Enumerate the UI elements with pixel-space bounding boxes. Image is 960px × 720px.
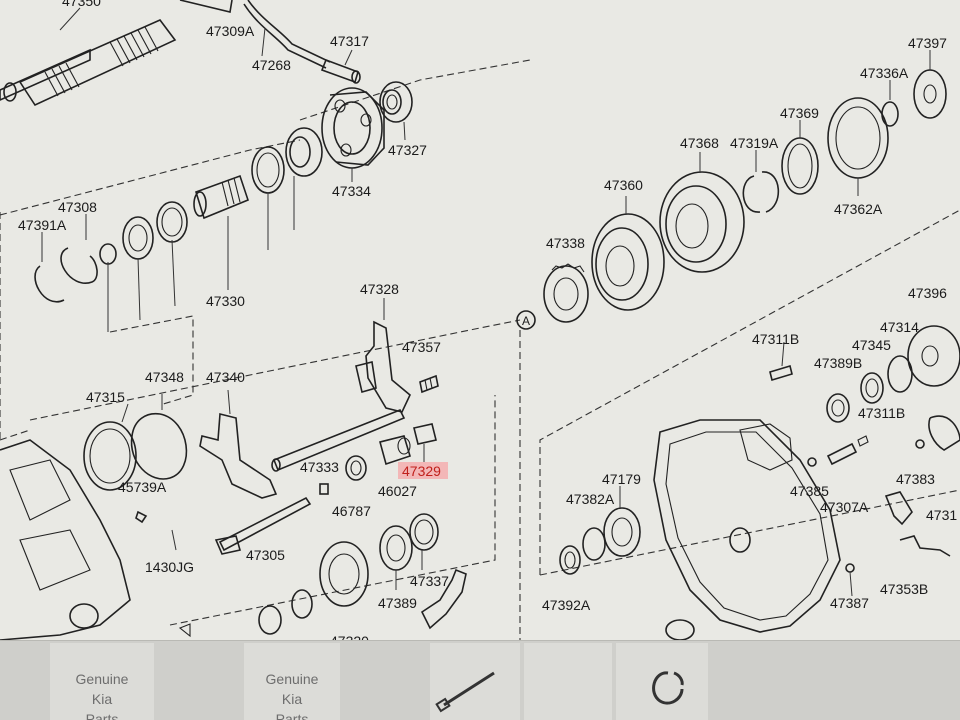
bolt-47317 bbox=[320, 49, 361, 84]
label-47385: 47385 bbox=[790, 483, 829, 499]
label-47357: 47357 bbox=[402, 339, 441, 355]
bushing-46787 bbox=[319, 455, 367, 495]
label-47389: 47389 bbox=[378, 595, 417, 611]
rings-left bbox=[83, 394, 188, 524]
label-47350: 47350 bbox=[62, 0, 101, 9]
snap-ring-47319A bbox=[742, 150, 780, 213]
label-47327: 47327 bbox=[388, 142, 427, 158]
shift-rod-47268 bbox=[179, 0, 331, 69]
label-47305: 47305 bbox=[246, 547, 285, 563]
label-46027: 46027 bbox=[378, 483, 417, 499]
label-47369: 47369 bbox=[780, 105, 819, 121]
label-45739a: 45739A bbox=[118, 479, 167, 495]
label-47308: 47308 bbox=[58, 199, 97, 215]
rod-47305 bbox=[214, 496, 312, 555]
label-47320-partial: 47320 bbox=[330, 633, 369, 640]
shift-fork-47340 bbox=[199, 389, 278, 499]
label-47319a: 47319A bbox=[730, 135, 779, 151]
right-small-parts bbox=[769, 325, 960, 597]
parts-exploded-diagram: A 47350 473 bbox=[0, 0, 960, 640]
callout-marker: A bbox=[522, 314, 530, 328]
upper-shaft-parts bbox=[34, 127, 323, 332]
drive-sprocket-47338 bbox=[543, 263, 589, 323]
label-47329-highlight bbox=[398, 462, 448, 479]
seal-bearing-group bbox=[559, 486, 641, 575]
shift-rail bbox=[271, 408, 406, 472]
label-47340: 47340 bbox=[206, 369, 245, 385]
thumbnail-long-bolt[interactable] bbox=[430, 643, 520, 720]
label-47387: 47387 bbox=[830, 595, 869, 611]
part-number-labels: 47350 47309A 47268 47317 47327 47334 473… bbox=[18, 0, 957, 640]
label-47311b-mid: 47311B bbox=[858, 405, 905, 421]
ring-47369 bbox=[781, 120, 819, 195]
thumbnail-snap-ring[interactable] bbox=[616, 643, 708, 720]
label-47353b: 47353B bbox=[880, 581, 928, 597]
label-47389b: 47389B bbox=[814, 355, 862, 371]
clutch-drum-47368 bbox=[659, 152, 745, 273]
transfer-case-housing-left bbox=[0, 439, 177, 640]
label-47345: 47345 bbox=[852, 337, 891, 353]
planetary-carrier-47334 bbox=[321, 87, 385, 182]
thumbnail-caption: Genuine Kia Parts bbox=[75, 671, 129, 720]
thumbnail-strip: Genuine Kia Parts Genuine Kia Parts bbox=[0, 640, 960, 720]
callout-a: A bbox=[516, 310, 536, 330]
lower-gear-stack bbox=[178, 513, 467, 638]
ring-47336A bbox=[881, 80, 899, 127]
label-47338: 47338 bbox=[546, 235, 585, 251]
transfer-case-housing-right bbox=[653, 419, 841, 640]
label-47368: 47368 bbox=[680, 135, 719, 151]
label-47328: 47328 bbox=[360, 281, 399, 297]
label-47311b-top: 47311B bbox=[752, 331, 799, 347]
label-47334: 47334 bbox=[332, 183, 371, 199]
label-4731x: 4731 bbox=[926, 507, 957, 523]
long-bolt-icon bbox=[435, 671, 495, 713]
label-47330: 47330 bbox=[206, 293, 245, 309]
snap-ring-icon bbox=[652, 671, 684, 705]
label-46787: 46787 bbox=[332, 503, 371, 519]
output-shaft bbox=[0, 7, 177, 107]
label-47336a: 47336A bbox=[860, 65, 909, 81]
label-47315: 47315 bbox=[86, 389, 125, 405]
label-47397: 47397 bbox=[908, 35, 947, 51]
flange-47397 bbox=[913, 50, 947, 119]
label-47309a: 47309A bbox=[206, 23, 255, 39]
label-47348: 47348 bbox=[145, 369, 184, 385]
tone-wheel-47362A bbox=[827, 97, 889, 196]
label-47360: 47360 bbox=[604, 177, 643, 193]
bearing-47327 bbox=[379, 81, 413, 141]
label-47391a: 47391A bbox=[18, 217, 67, 233]
assembly-boundary-lines bbox=[0, 59, 960, 640]
thumbnail-genuine-kia-1[interactable]: Genuine Kia Parts bbox=[50, 643, 154, 720]
label-47268: 47268 bbox=[252, 57, 291, 73]
label-47317: 47317 bbox=[330, 33, 369, 49]
label-47396: 47396 bbox=[908, 285, 947, 301]
label-47362a: 47362A bbox=[834, 201, 883, 217]
label-47383: 47383 bbox=[896, 471, 935, 487]
clutch-hub-47360 bbox=[591, 196, 665, 311]
parts-47329-46027 bbox=[379, 423, 437, 466]
thumbnail-caption: Genuine Kia Parts bbox=[265, 671, 319, 720]
thumbnail-empty[interactable] bbox=[524, 643, 612, 720]
label-47382a: 47382A bbox=[566, 491, 615, 507]
label-47314: 47314 bbox=[880, 319, 919, 335]
thumbnail-genuine-kia-2[interactable]: Genuine Kia Parts bbox=[244, 643, 340, 720]
label-47329: 47329 bbox=[402, 463, 441, 479]
spring-47357 bbox=[419, 374, 439, 394]
label-47179: 47179 bbox=[602, 471, 641, 487]
shift-fork-47328 bbox=[355, 298, 411, 413]
label-1430jg: 1430JG bbox=[145, 559, 194, 575]
label-47337: 47337 bbox=[410, 573, 449, 589]
label-47333: 47333 bbox=[300, 459, 339, 475]
label-47307a: 47307A bbox=[820, 499, 869, 515]
label-47392a: 47392A bbox=[542, 597, 591, 613]
